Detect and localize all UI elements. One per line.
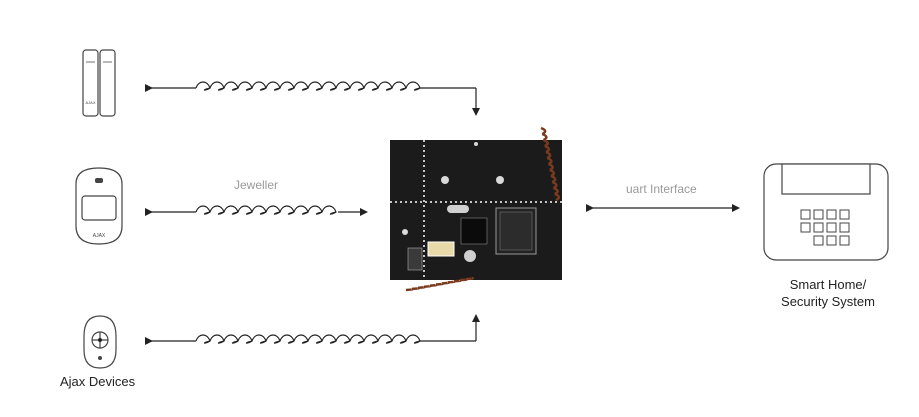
smart-home-label: Smart Home/ Security System [762, 276, 894, 310]
motion-sensor-icon: AJAX [75, 167, 123, 245]
security-panel-icon [763, 163, 889, 261]
door-sensor-brand: AJAX [85, 100, 95, 105]
key-fob-icon [83, 315, 117, 369]
ajax-devices-label: Ajax Devices [60, 374, 136, 389]
bottom-wireless-link [145, 314, 480, 345]
door-sensor-icon: AJAX [82, 49, 116, 117]
jeweller-label: Jeweller [234, 178, 279, 192]
motion-sensor-brand: AJAX [93, 233, 106, 239]
top-wireless-link [145, 81, 480, 116]
keypad-grid [800, 209, 850, 246]
circuit-board-image [390, 126, 562, 292]
uart-interface-label: uart Interface [626, 182, 697, 196]
jeweller-wireless-link [145, 205, 368, 216]
smart-home-label-line2: Security System [781, 294, 875, 309]
smart-home-label-line1: Smart Home/ [789, 277, 867, 292]
